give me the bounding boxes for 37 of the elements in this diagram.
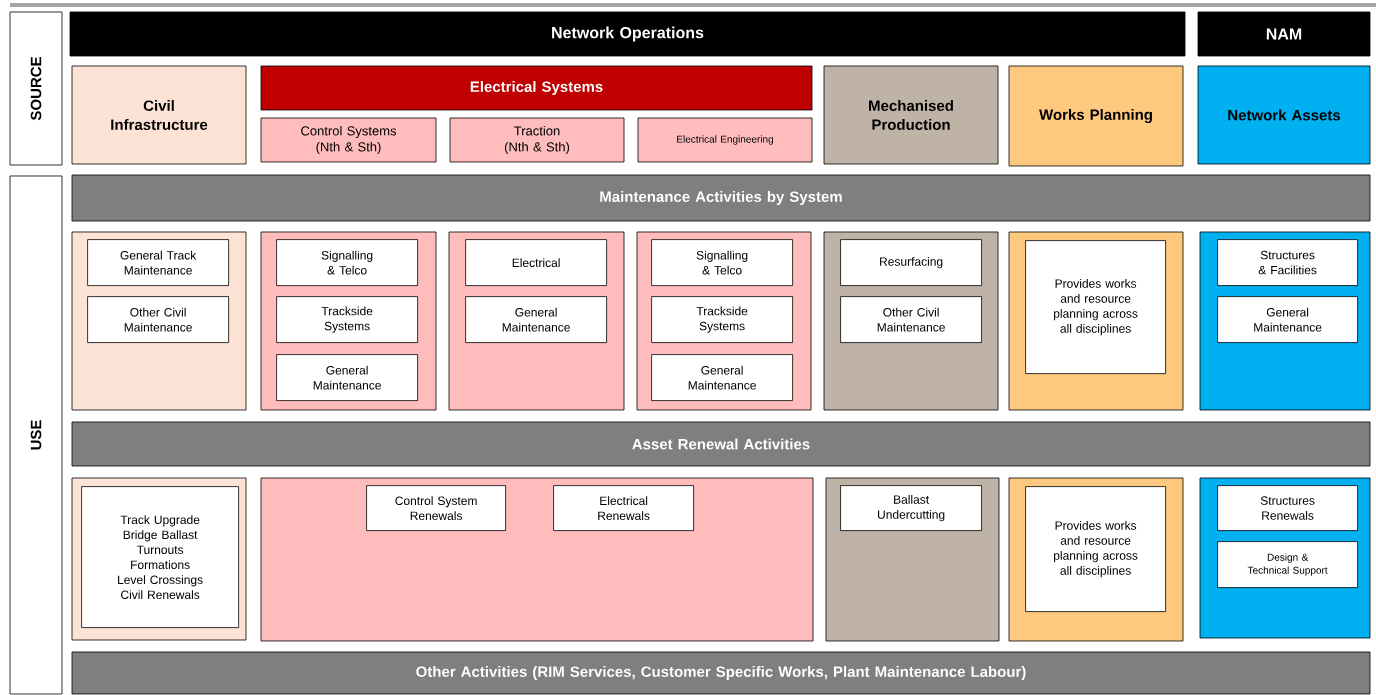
activity-box: Resurfacing — [840, 239, 982, 286]
activity-box: Other Civil Maintenance — [87, 296, 229, 343]
heading-band: Other Activities (RIM Services, Customer Specific Works, Plant Maintenance Labour) — [71, 651, 1371, 695]
heading-band: NAM — [1197, 11, 1371, 57]
unit-box: Civil Infrastructure — [71, 65, 247, 165]
activity-box: Structures & Facilities — [1217, 239, 1358, 286]
section-label-box: SOURCE — [9, 11, 63, 166]
section-label-box: USE — [9, 175, 63, 695]
activity-box: General Track Maintenance — [87, 239, 229, 286]
activity-box: General Maintenance — [276, 354, 418, 401]
activity-box: Control System Renewals — [366, 485, 506, 531]
activity-box: Ballast Undercutting — [840, 485, 982, 531]
heading-band: Network Operations — [69, 11, 1186, 57]
activity-box: Structures Renewals — [1217, 485, 1358, 531]
heading-band: Asset Renewal Activities — [71, 421, 1371, 467]
activity-box: General Maintenance — [465, 296, 607, 343]
unit-box: Traction (Nth & Sth) — [449, 117, 625, 163]
unit-box: Control Systems (Nth & Sth) — [260, 117, 437, 163]
activity-box: Track Upgrade Bridge Ballast Turnouts Formations Level Crossings Civil Renewals — [81, 486, 239, 628]
heading-band: Maintenance Activities by System — [71, 174, 1371, 222]
activity-box: Electrical — [465, 239, 607, 286]
activity-box: General Maintenance — [1217, 296, 1358, 343]
unit-box: Works Planning — [1008, 65, 1184, 167]
heading-band: Electrical Systems — [260, 65, 813, 111]
activity-box: Trackside Systems — [276, 296, 418, 343]
activity-box: Provides works and resource planning across all disciplines — [1025, 486, 1166, 612]
activity-box: Signalling & Telco — [276, 239, 418, 286]
activity-box: Electrical Renewals — [553, 485, 694, 531]
activity-box: General Maintenance — [651, 354, 793, 401]
activity-box: Signalling & Telco — [651, 239, 793, 286]
unit-box: Network Assets — [1197, 65, 1371, 165]
activity-box: Other Civil Maintenance — [840, 296, 982, 343]
activity-box: Provides works and resource planning across all disciplines — [1025, 240, 1166, 374]
activity-box: Design & Technical Support — [1217, 541, 1358, 588]
unit-box: Mechanised Production — [823, 65, 999, 165]
unit-box: Electrical Engineering — [637, 117, 813, 163]
activity-box: Trackside Systems — [651, 296, 793, 343]
